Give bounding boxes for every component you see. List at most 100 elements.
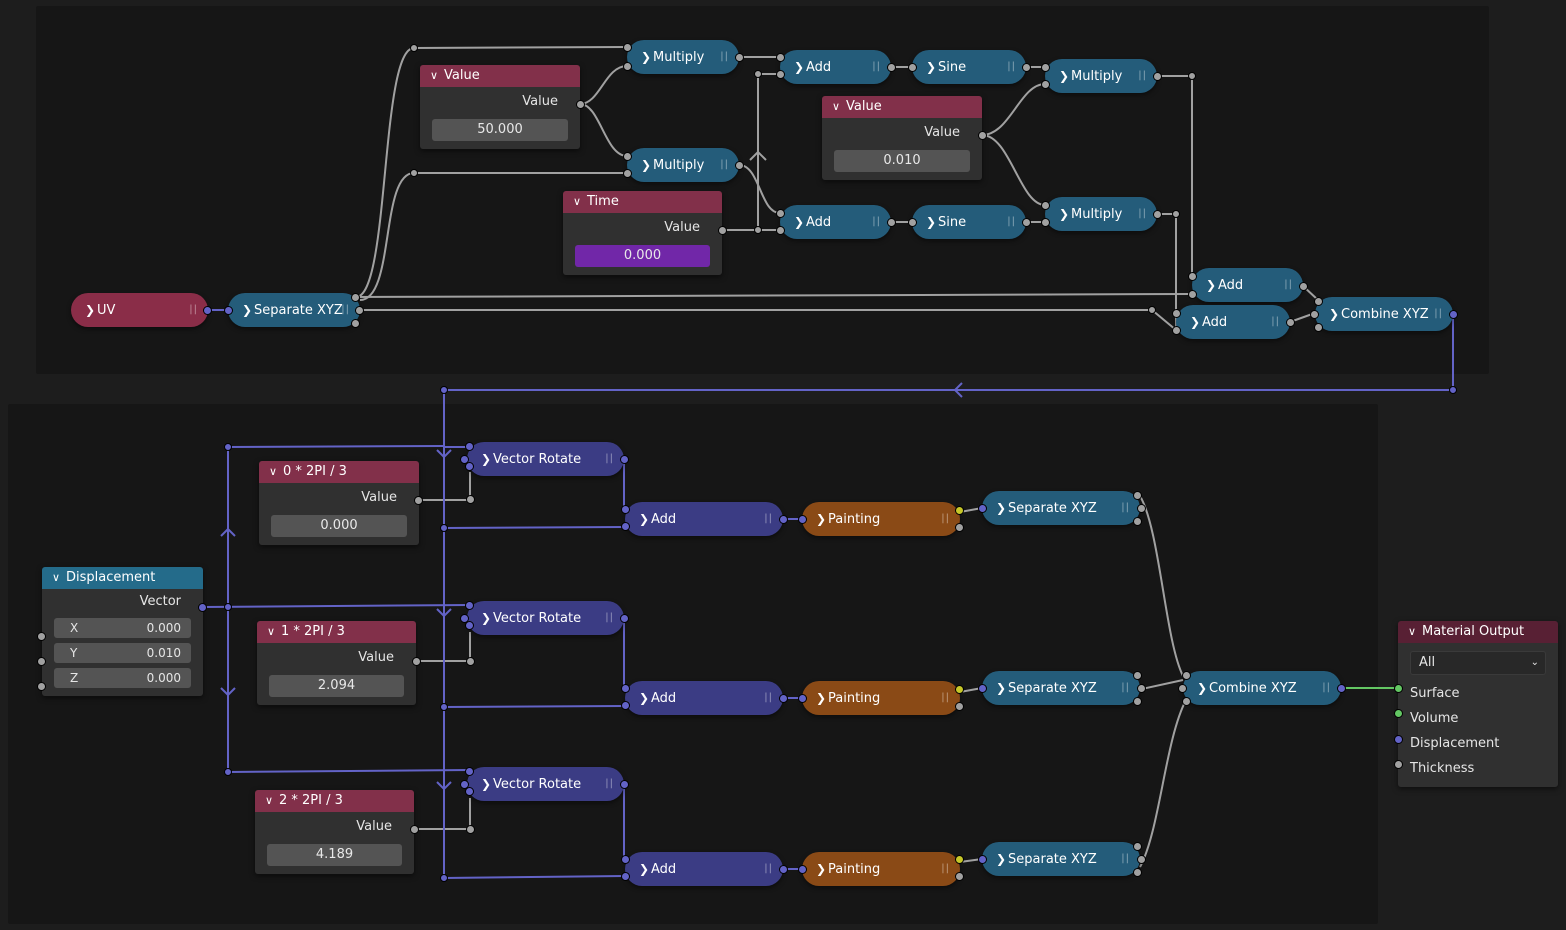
add-output-socket[interactable]: [887, 63, 896, 72]
rotate-axis-socket[interactable]: [465, 621, 474, 630]
expand-chevron-icon[interactable]: ❯: [1059, 207, 1070, 221]
reroute-node[interactable]: [1172, 210, 1180, 218]
multiply-input-socket[interactable]: [623, 43, 632, 52]
value-field[interactable]: 0.010: [834, 150, 970, 172]
time-node[interactable]: ∨Time Value 0.000: [563, 191, 722, 275]
add-input-socket[interactable]: [776, 209, 785, 218]
expand-chevron-icon[interactable]: ❯: [242, 303, 253, 317]
multiply-input-socket[interactable]: [623, 169, 632, 178]
expand-chevron-icon[interactable]: ❯: [794, 215, 805, 229]
painting-alpha-socket[interactable]: [955, 523, 964, 532]
expand-chevron-icon[interactable]: ❯: [85, 303, 96, 317]
rotate-center-socket[interactable]: [460, 614, 469, 623]
separate-input-socket[interactable]: [978, 504, 987, 513]
expand-chevron-icon[interactable]: ❯: [816, 512, 827, 526]
sine-output-socket[interactable]: [1022, 218, 1031, 227]
sine-node-1[interactable]: ❯Sine||: [912, 50, 1026, 84]
add-input-socket[interactable]: [1172, 326, 1181, 335]
combine-x-socket[interactable]: [1182, 671, 1191, 680]
add-node-2[interactable]: ❯Add||: [780, 205, 891, 239]
uv-node[interactable]: ❯UV||: [71, 293, 208, 327]
multiply-input-socket[interactable]: [1041, 218, 1050, 227]
multiply-output-socket[interactable]: [735, 161, 744, 170]
node-header[interactable]: ∨Value: [420, 65, 580, 87]
value-field[interactable]: 50.000: [432, 119, 568, 141]
node-header[interactable]: ∨Time: [563, 191, 722, 213]
expand-chevron-icon[interactable]: ❯: [816, 691, 827, 705]
separate-z-socket[interactable]: [1133, 697, 1142, 706]
painting-group-node-0[interactable]: ❯Painting||: [802, 502, 960, 536]
expand-chevron-icon[interactable]: ❯: [794, 60, 805, 74]
add-input-socket[interactable]: [621, 701, 630, 710]
separate-x-socket[interactable]: [1133, 842, 1142, 851]
multiply-input-socket[interactable]: [623, 62, 632, 71]
separate-input-socket[interactable]: [978, 855, 987, 864]
reroute-node[interactable]: [754, 226, 762, 234]
painting-color-socket[interactable]: [955, 855, 964, 864]
vector-rotate-node-2[interactable]: ❯Vector Rotate||: [467, 767, 624, 801]
displacement-socket[interactable]: [1394, 735, 1403, 744]
painting-color-socket[interactable]: [955, 685, 964, 694]
painting-alpha-socket[interactable]: [955, 702, 964, 711]
rotate-angle-socket[interactable]: [466, 657, 475, 666]
collapse-chevron-icon[interactable]: ∨: [269, 465, 278, 478]
add-input-socket[interactable]: [1188, 290, 1197, 299]
rotate-vector-socket[interactable]: [465, 601, 474, 610]
add-output-socket[interactable]: [779, 865, 788, 874]
add-output-socket[interactable]: [779, 515, 788, 524]
displacement-output-socket[interactable]: [198, 603, 207, 612]
reroute-node[interactable]: [224, 603, 232, 611]
z-input-socket[interactable]: [37, 682, 46, 691]
expand-chevron-icon[interactable]: ❯: [481, 777, 492, 791]
painting-input-socket[interactable]: [798, 694, 807, 703]
expand-chevron-icon[interactable]: ❯: [1206, 278, 1217, 292]
separate-input-socket[interactable]: [978, 684, 987, 693]
combine-y-socket[interactable]: [1178, 684, 1187, 693]
collapse-chevron-icon[interactable]: ∨: [1408, 625, 1417, 638]
node-header[interactable]: ∨Value: [822, 96, 982, 118]
x-output-socket[interactable]: [351, 293, 360, 302]
sine-input-socket[interactable]: [908, 218, 917, 227]
combine-x-socket[interactable]: [1314, 297, 1323, 306]
expand-chevron-icon[interactable]: ❯: [816, 862, 827, 876]
expand-chevron-icon[interactable]: ❯: [1059, 69, 1070, 83]
multiply-node-4[interactable]: ❯Multiply||: [1045, 197, 1157, 231]
collapse-chevron-icon[interactable]: ∨: [573, 195, 582, 208]
expand-chevron-icon[interactable]: ❯: [641, 50, 652, 64]
expand-chevron-icon[interactable]: ❯: [639, 691, 650, 705]
add-input-socket[interactable]: [621, 684, 630, 693]
add-node-3[interactable]: ❯Add||: [1192, 268, 1303, 302]
multiply-output-socket[interactable]: [1153, 210, 1162, 219]
rotate-angle-socket[interactable]: [466, 495, 475, 504]
separate-y-socket[interactable]: [1137, 504, 1146, 513]
rotate-axis-socket[interactable]: [465, 462, 474, 471]
multiply-output-socket[interactable]: [1153, 72, 1162, 81]
multiply-output-socket[interactable]: [735, 53, 744, 62]
reroute-node[interactable]: [440, 386, 448, 394]
value-node-a[interactable]: ∨Value Value 50.000: [420, 65, 580, 149]
reroute-node[interactable]: [754, 70, 762, 78]
expand-chevron-icon[interactable]: ❯: [926, 60, 937, 74]
value-field[interactable]: 4.189: [267, 844, 402, 866]
combine-output-socket[interactable]: [1337, 684, 1346, 693]
reroute-node[interactable]: [1449, 386, 1457, 394]
z-output-socket[interactable]: [351, 319, 360, 328]
x-input-socket[interactable]: [37, 632, 46, 641]
angle-output-socket[interactable]: [414, 496, 423, 505]
separate-z-socket[interactable]: [1133, 517, 1142, 526]
collapse-chevron-icon[interactable]: ∨: [832, 100, 841, 113]
add-output-socket[interactable]: [1286, 318, 1295, 327]
y-input-socket[interactable]: [37, 657, 46, 666]
expand-chevron-icon[interactable]: ❯: [996, 852, 1007, 866]
sine-output-socket[interactable]: [1022, 63, 1031, 72]
add-input-socket[interactable]: [776, 70, 785, 79]
expand-chevron-icon[interactable]: ❯: [996, 501, 1007, 515]
reroute-node[interactable]: [440, 524, 448, 532]
volume-socket[interactable]: [1394, 709, 1403, 718]
collapse-chevron-icon[interactable]: ∨: [265, 794, 274, 807]
rotate-output-socket[interactable]: [620, 614, 629, 623]
combine-xyz-node-bottom[interactable]: ❯Combine XYZ||: [1183, 671, 1341, 705]
multiply-node-1[interactable]: ❯Multiply||: [627, 40, 739, 74]
vector-add-node-2[interactable]: ❯Add||: [625, 852, 783, 886]
